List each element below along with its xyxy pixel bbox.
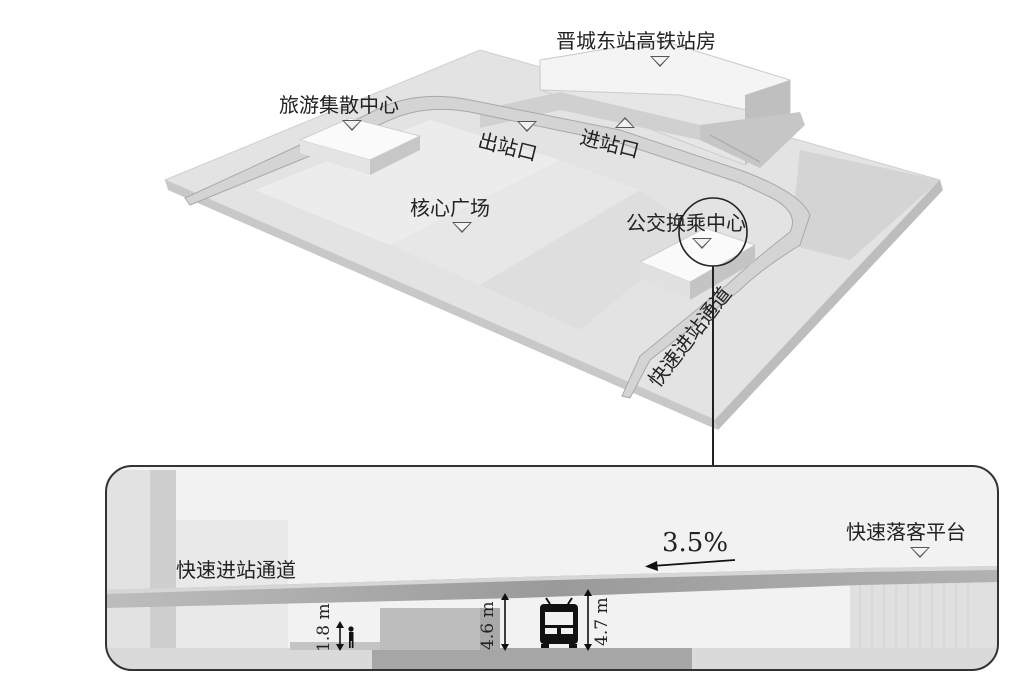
road-curb — [290, 642, 380, 650]
slope-arrow-line — [651, 559, 736, 567]
site-ground-edge-left — [165, 180, 718, 430]
slope-arrow-head — [645, 561, 658, 571]
plaza-band-3 — [480, 190, 700, 330]
bus-hub-label: 公交换乘中心 — [626, 211, 746, 235]
section-frame-bg — [106, 466, 998, 670]
ramp-deck — [106, 566, 998, 608]
bg-building-tall-shade — [150, 470, 176, 670]
ramp-model — [184, 95, 811, 399]
express-ramp-section-label: 快速进站通道 — [176, 558, 296, 582]
section-frame-border — [105, 465, 999, 671]
core-plaza-label: 核心广场 — [410, 196, 490, 220]
clearance-mid-label: 4.6 m — [478, 601, 498, 650]
tourist-center-marker — [342, 120, 362, 131]
tourist-center-model — [298, 117, 422, 175]
exit-marker — [517, 121, 537, 132]
ramp-pier-shade — [480, 608, 500, 650]
pedestrian-icon — [348, 626, 354, 648]
core-plaza-marker — [452, 222, 472, 233]
site-model — [163, 39, 943, 496]
ramp-deck-top — [106, 566, 998, 594]
slope-label: 3.5% — [662, 528, 729, 558]
tourist-center-label: 旅游集散中心 — [279, 93, 399, 117]
clearance-pedestrian-label: 1.8 m — [314, 603, 334, 652]
dim-bus — [584, 589, 592, 651]
entrance-marker — [615, 117, 635, 128]
dim-pedestrian — [336, 621, 344, 651]
bus-hub-model — [638, 227, 757, 300]
right-field — [790, 150, 940, 260]
plaza-band-2 — [390, 160, 640, 285]
dim-mid — [501, 593, 509, 651]
bus-icon — [540, 597, 578, 648]
road-surface — [372, 648, 692, 670]
dropoff-platform-label: 快速落客平台 — [846, 520, 966, 544]
station-building-marker — [650, 56, 670, 67]
clearance-bus-label: 4.7 m — [592, 597, 612, 646]
dropoff-platform-marker — [910, 547, 930, 558]
plaza-band-1 — [255, 120, 560, 245]
station-building-label: 晋城东站高铁站房 — [556, 29, 716, 53]
station-building-model — [480, 39, 805, 168]
bus-hub-marker — [692, 238, 712, 249]
site-ground-edge — [715, 180, 943, 430]
section-panel — [105, 465, 999, 671]
